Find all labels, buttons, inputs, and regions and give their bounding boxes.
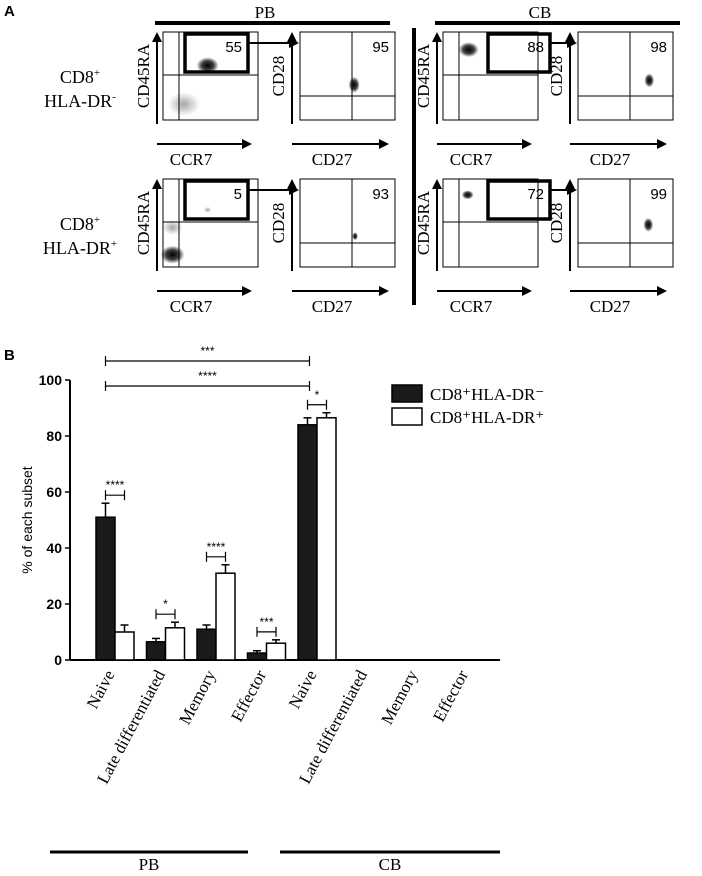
bar <box>215 572 236 661</box>
category-label: Naive <box>285 667 321 712</box>
cell-population <box>162 219 183 235</box>
cell-population <box>458 42 479 58</box>
comparison-label: **** <box>198 369 217 383</box>
bar <box>316 417 337 661</box>
legend-swatch <box>391 384 423 403</box>
axis-label-cd27: CD27 <box>312 297 353 316</box>
category-label: Naive <box>83 667 119 712</box>
bar <box>246 652 268 661</box>
dotplot-frame <box>162 31 259 121</box>
cell-population <box>461 190 474 200</box>
dotplot-frame <box>442 31 539 121</box>
axis-label-cd27: CD27 <box>312 150 353 169</box>
gate-percentage: 98 <box>650 39 667 56</box>
y-tick-label: 80 <box>46 428 62 444</box>
gate-percentage: 95 <box>372 39 389 56</box>
significance-label: *** <box>259 615 273 629</box>
dotplot-frame <box>299 31 396 121</box>
gate-percentage: 72 <box>527 186 544 203</box>
y-tick-label: 20 <box>46 596 62 612</box>
axis-label-ccr7: CCR7 <box>450 297 493 316</box>
bar <box>114 631 135 661</box>
gate-box <box>183 32 250 74</box>
gate-percentage: 88 <box>527 39 544 56</box>
gate-box <box>183 179 250 221</box>
dotplot-frame <box>299 178 396 268</box>
group-header-label: PB <box>255 3 276 22</box>
cell-population <box>352 232 358 241</box>
cell-population <box>348 76 360 93</box>
bar <box>164 627 186 661</box>
axis-label-cd45ra: CD45RA <box>134 43 153 108</box>
axis-label-cd45ra: CD45RA <box>134 190 153 255</box>
axis-label-cd28: CD28 <box>269 203 288 244</box>
bar <box>95 516 116 661</box>
dotplot-frame <box>577 31 674 121</box>
bar <box>145 641 167 661</box>
significance-label: * <box>163 597 168 611</box>
cell-population <box>203 206 212 213</box>
significance-label: * <box>315 388 320 402</box>
bar <box>265 642 287 661</box>
legend-swatch <box>391 407 423 426</box>
y-tick-label: 40 <box>46 540 62 556</box>
y-tick-label: 0 <box>54 652 62 668</box>
row-label-line2: HLA-DR- <box>44 91 116 111</box>
axis-label-cd45ra: CD45RA <box>414 43 433 108</box>
axis-label-cd27: CD27 <box>590 297 631 316</box>
category-label: Memory <box>175 667 219 728</box>
axis-label-cd45ra: CD45RA <box>414 190 433 255</box>
gate-percentage: 55 <box>225 39 242 56</box>
bar <box>297 424 318 661</box>
group-label: PB <box>139 855 160 874</box>
axis-label-cd28: CD28 <box>269 56 288 97</box>
axis-label-ccr7: CCR7 <box>170 297 213 316</box>
axis-label-cd27: CD27 <box>590 150 631 169</box>
y-tick-label: 100 <box>39 372 63 388</box>
cell-population <box>196 57 219 74</box>
row-label-line1: CD8+ <box>60 67 100 87</box>
cell-population <box>167 92 200 117</box>
dotplot-frame <box>442 178 539 268</box>
axis-label-ccr7: CCR7 <box>170 150 213 169</box>
category-label: Effector <box>429 667 472 725</box>
gate-percentage: 5 <box>234 186 242 203</box>
cell-population <box>160 245 185 264</box>
axis-label-cd28: CD28 <box>547 56 566 97</box>
significance-label: **** <box>207 540 226 554</box>
axis-label-cd28: CD28 <box>547 203 566 244</box>
row-label-line1: CD8+ <box>60 214 100 234</box>
group-label: CB <box>379 855 402 874</box>
group-header-label: CB <box>529 3 552 22</box>
gate-box <box>486 179 552 221</box>
axis-label-ccr7: CCR7 <box>450 150 493 169</box>
comparison-label: *** <box>200 344 214 358</box>
legend-label: CD8⁺HLA-DR⁺ <box>430 408 544 427</box>
cell-population <box>644 73 655 88</box>
legend-label: CD8⁺HLA-DR⁻ <box>430 385 544 404</box>
gate-percentage: 93 <box>372 186 389 203</box>
dotplot-frame <box>577 178 674 268</box>
row-label-line2: HLA-DR+ <box>43 238 117 258</box>
gate-box <box>486 32 552 74</box>
y-tick-label: 60 <box>46 484 62 500</box>
gate-percentage: 99 <box>650 186 667 203</box>
cell-population <box>643 217 654 232</box>
category-label: Effector <box>227 667 270 725</box>
panel-b-letter: B <box>4 347 15 364</box>
significance-label: **** <box>106 478 125 492</box>
dotplot-frame <box>162 178 259 268</box>
category-label: Memory <box>377 667 421 728</box>
panel-a-letter: A <box>4 3 15 20</box>
bar <box>196 628 217 661</box>
y-axis-label: % of each subset <box>19 466 35 574</box>
